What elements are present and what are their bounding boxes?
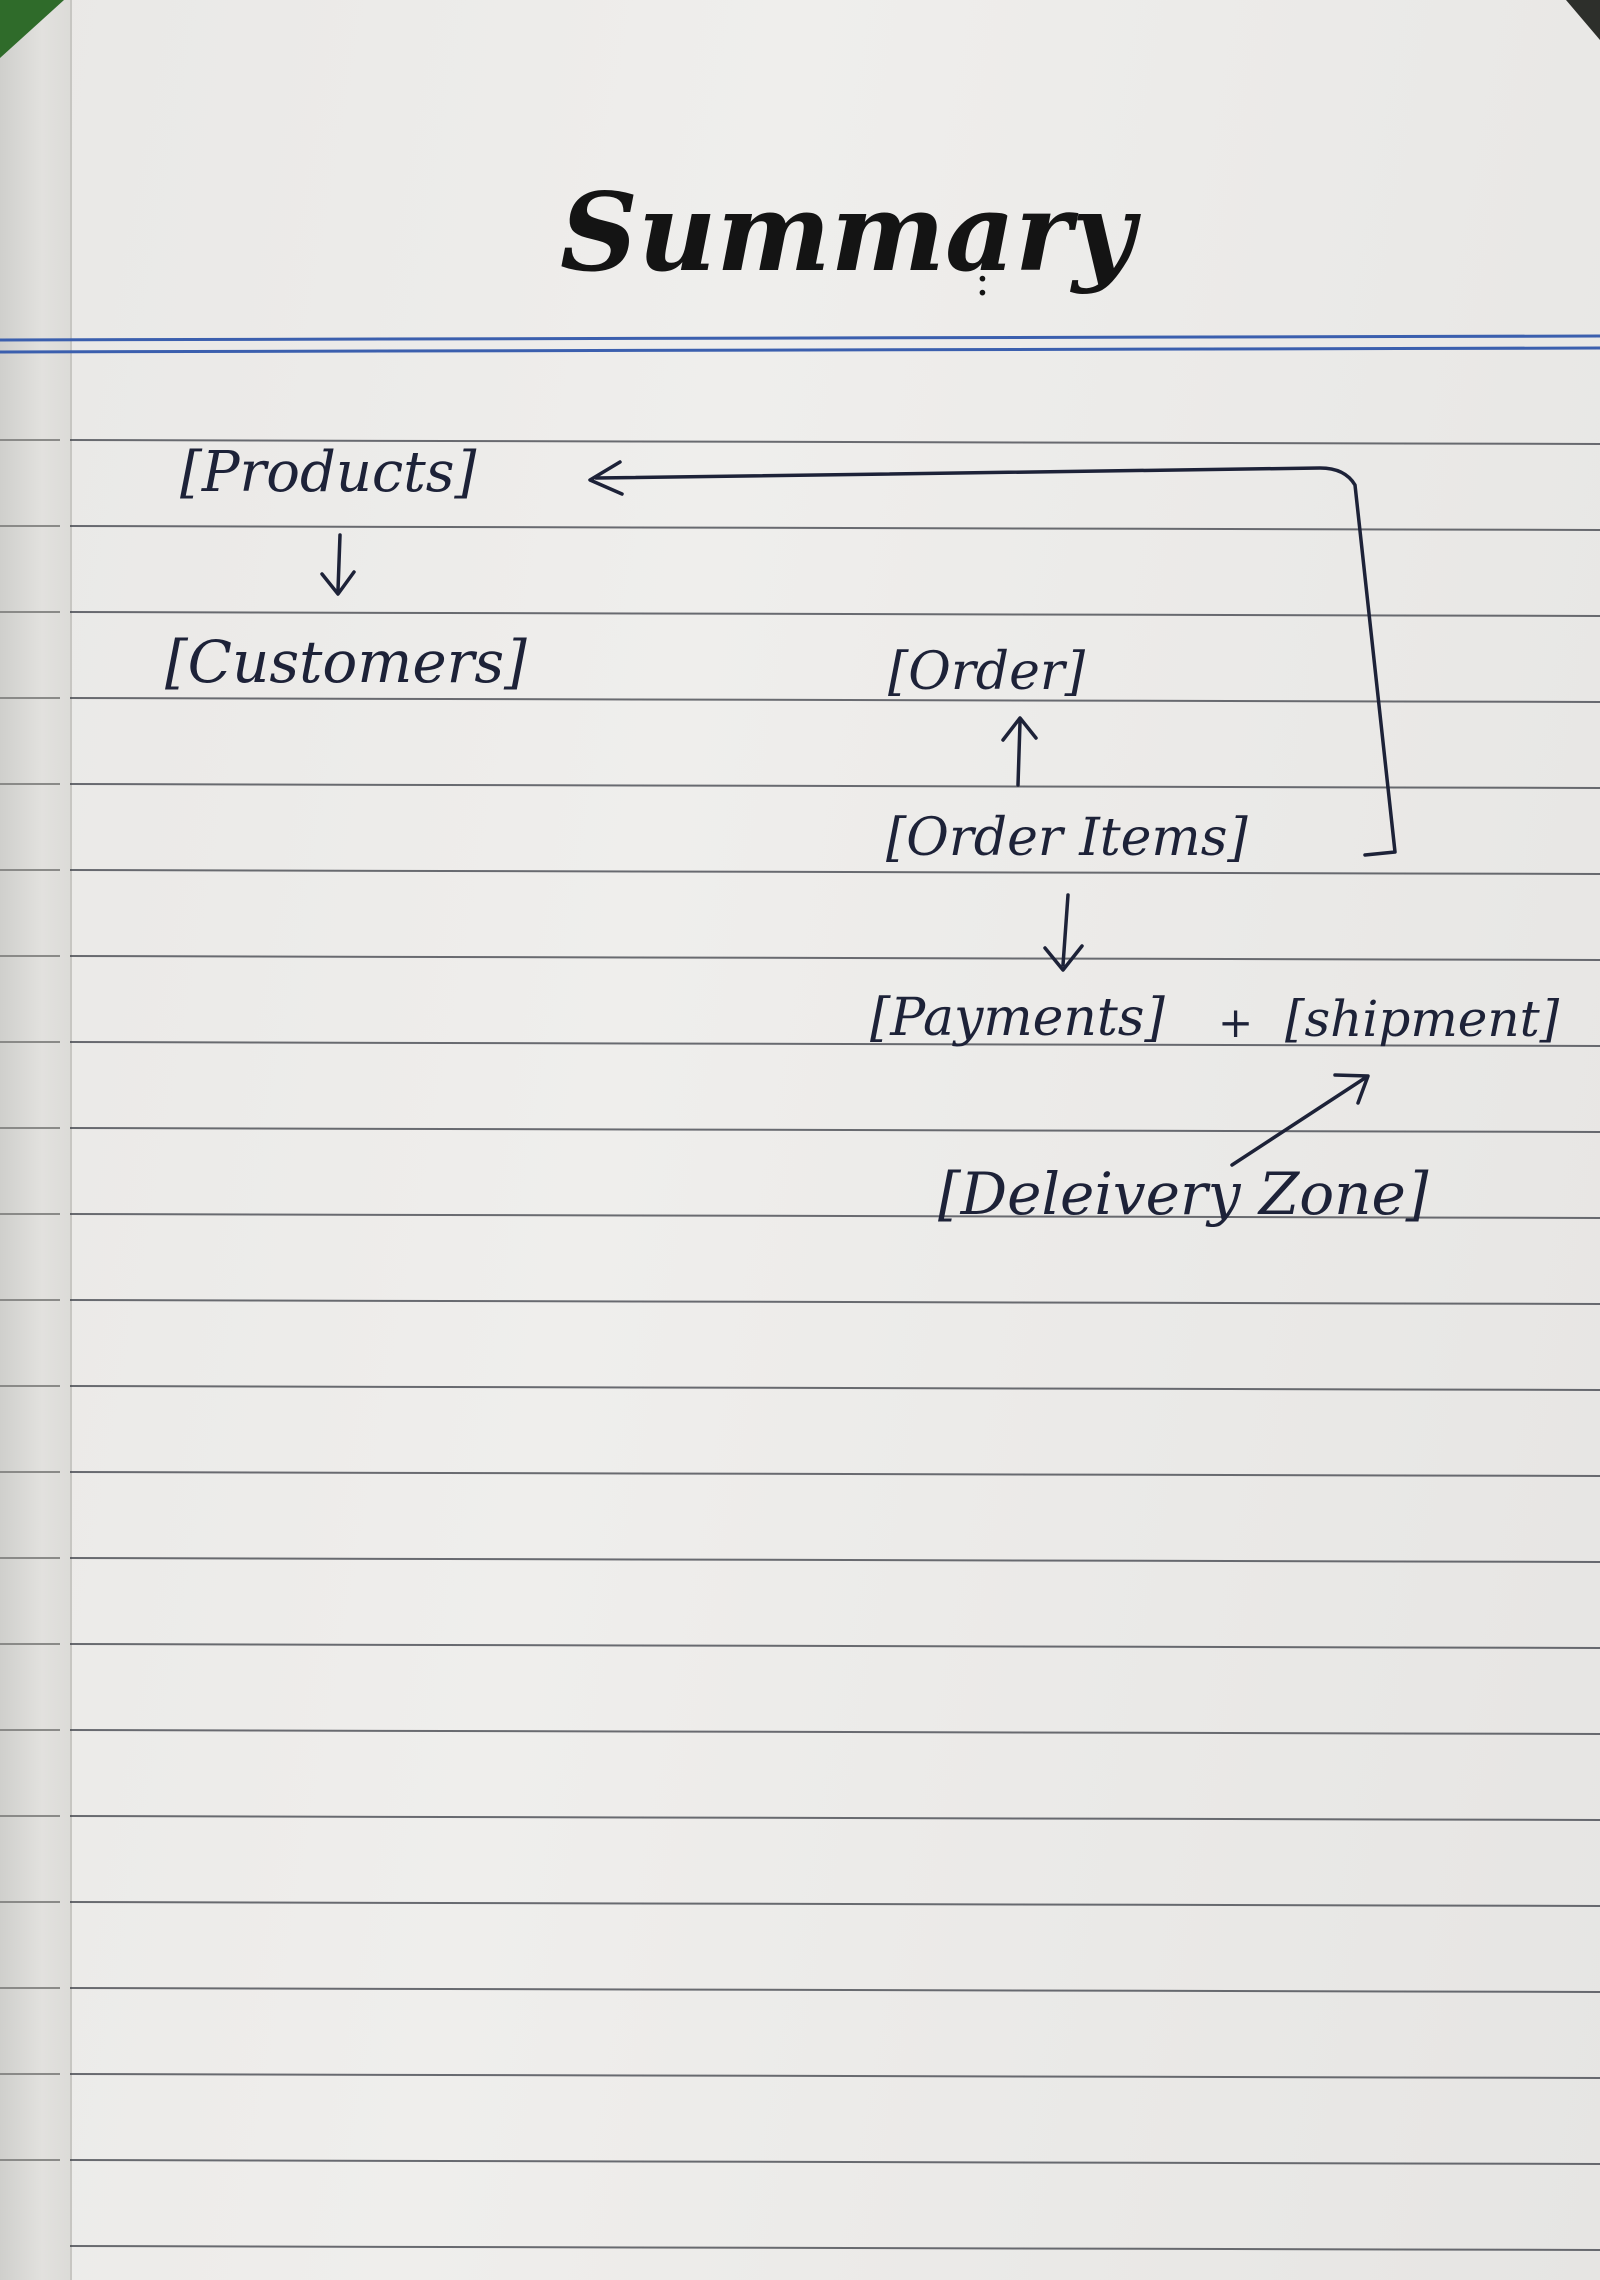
green-background-corner xyxy=(0,0,64,58)
arrow-deliveryzone-to-shipment xyxy=(1230,1076,1367,1167)
page-stack-edge xyxy=(0,0,72,2280)
arrow-orderitems-to-payments xyxy=(1061,893,1070,967)
node-products: [Products] xyxy=(180,440,477,505)
notebook-rules xyxy=(69,439,1600,2251)
arrowhead-orderitems-to-order xyxy=(1001,716,1038,742)
arrowhead-orderitems-to-products xyxy=(588,460,624,496)
node-plus: + xyxy=(1218,998,1254,1047)
node-shipment: [shipment] xyxy=(1285,990,1560,1048)
arrow-products-to-customers xyxy=(336,533,342,592)
node-delivery-zone: [Deleivery Zone] xyxy=(938,1160,1429,1228)
arrowhead-products-to-customers xyxy=(320,570,356,596)
page-title: Summary xyxy=(560,170,1135,296)
node-customers: [Customers] xyxy=(165,628,527,696)
node-order-items: [Order Items] xyxy=(886,808,1248,868)
arrow-orderitems-to-products xyxy=(594,466,1397,857)
arrow-orderitems-to-order xyxy=(1016,720,1022,787)
dark-background-corner xyxy=(1566,0,1600,40)
edge-rules xyxy=(0,439,60,2161)
node-payments: [Payments] xyxy=(870,988,1165,1048)
arrowhead-deliveryzone-to-shipment xyxy=(1333,1073,1370,1105)
arrowhead-orderitems-to-payments xyxy=(1043,944,1084,972)
node-order: [Order] xyxy=(888,642,1085,702)
title-colon: : xyxy=(975,255,990,306)
arrows xyxy=(320,460,1397,1167)
header-rule xyxy=(0,334,1600,354)
